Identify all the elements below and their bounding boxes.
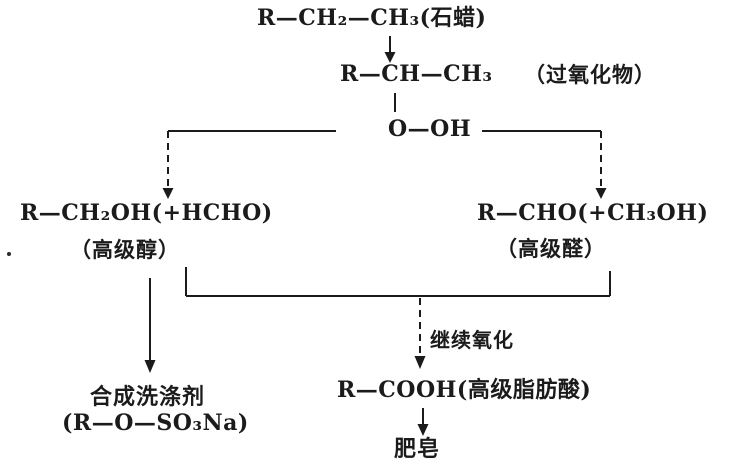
node-peroxide-formula: R—CH—CH₃ <box>340 61 493 87</box>
node-aldehyde-note: （高级醛） <box>496 236 606 261</box>
node-paraffin-formula: R—CH₂—CH₃(石蜡) <box>257 5 487 31</box>
node-aldehyde-formula: R—CHO(+CH₃OH) <box>477 200 709 226</box>
node-soap-label: 肥皂 <box>394 436 441 462</box>
arrow-oxidation-head <box>414 356 426 369</box>
node-detergent-label: 合成洗涤剂 <box>90 384 206 410</box>
branch-right-arrowhead <box>595 188 607 199</box>
scan-artifact-dot <box>7 252 11 256</box>
node-peroxide-group: O—OH <box>388 116 472 142</box>
branch-left-arrowhead <box>162 188 174 199</box>
arrow-alcohol-to-detergent-head <box>144 360 156 373</box>
node-detergent-formula: (R—O—SO₃Na) <box>62 410 249 436</box>
arrow-paraffin-to-peroxide-head <box>384 52 396 63</box>
arrow-acid-to-soap-head <box>417 424 429 436</box>
node-acid-formula: R—COOH(高级脂肪酸) <box>337 377 592 403</box>
node-alcohol-formula: R—CH₂OH(+HCHO) <box>20 200 273 226</box>
node-alcohol-note: （高级醇） <box>70 237 180 262</box>
node-peroxide-note: （过氧化物） <box>524 62 656 87</box>
edge-label-continue-oxidation: 继续氧化 <box>430 328 514 352</box>
